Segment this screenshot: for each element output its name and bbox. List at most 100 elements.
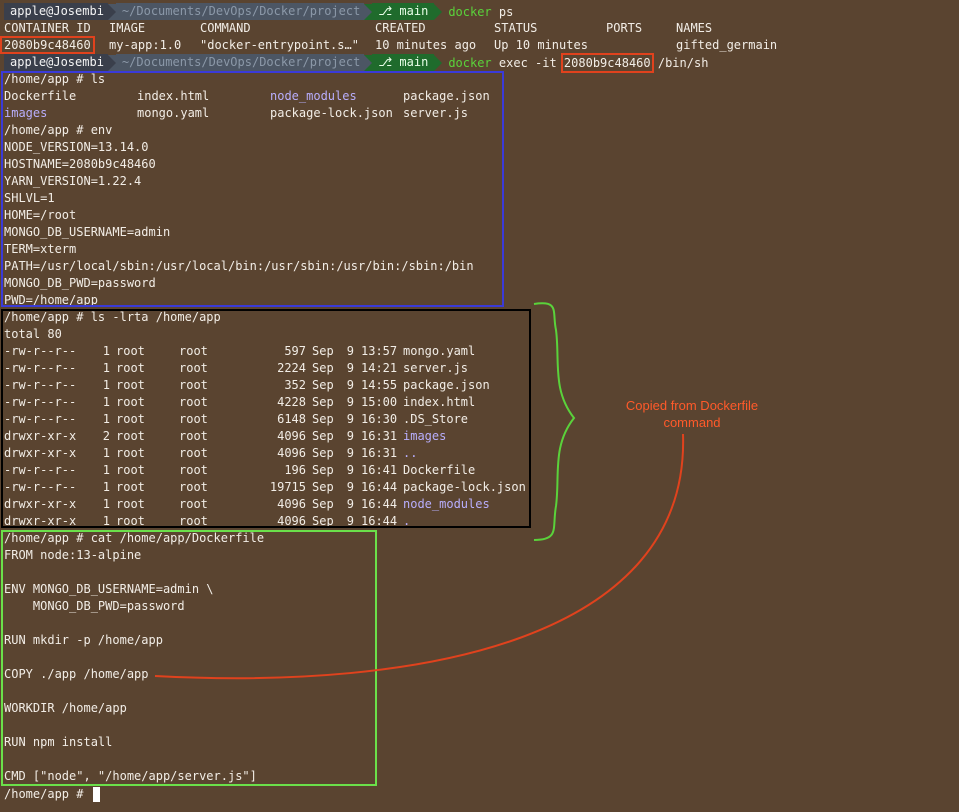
list-item: package-lock.json: [270, 106, 393, 120]
image-name: my-app:1.0: [109, 38, 182, 52]
lsl-name: .: [403, 514, 411, 528]
lsl-perm: -rw-r--r--: [4, 412, 77, 426]
lsl-perm: drwxr-xr-x: [4, 429, 77, 443]
lsl-perm: drwxr-xr-x: [4, 446, 77, 460]
col-container-id: CONTAINER ID: [4, 21, 91, 35]
prompt-separator-icon: [434, 3, 443, 20]
exec-container-id: 2080b9c48460: [560, 52, 654, 73]
lsl-day: 9: [346, 361, 354, 375]
list-item: index.html: [137, 89, 210, 103]
lsl-links: 2: [102, 429, 110, 443]
command-program: docker: [448, 55, 492, 70]
lsl-group: root: [179, 446, 208, 460]
lsl-mon: Sep: [312, 446, 334, 460]
dockerfile-line: RUN npm install: [4, 735, 113, 749]
lsl-user: root: [116, 412, 145, 426]
dockerfile-line: RUN mkdir -p /home/app: [4, 633, 163, 647]
prompt-separator-icon: [364, 3, 373, 20]
lsl-perm: drwxr-xr-x: [4, 514, 77, 528]
col-status: STATUS: [494, 21, 538, 35]
lsl-size: 4096: [277, 497, 306, 511]
lsl-day: 9: [346, 497, 354, 511]
lsl-perm: -rw-r--r--: [4, 361, 77, 375]
lsl-name: index.html: [403, 395, 476, 409]
env-line: NODE_VERSION=13.14.0: [4, 140, 149, 154]
env-line: TERM=xterm: [4, 242, 77, 256]
dockerfile-line: COPY ./app /home/app: [4, 667, 149, 681]
lsl-day: 9: [346, 514, 354, 528]
lsl-command: /home/app # ls -lrta /home/app: [4, 310, 221, 324]
lsl-mon: Sep: [312, 497, 334, 511]
final-prompt-text: /home/app #: [4, 787, 91, 801]
col-command: COMMAND: [200, 21, 251, 35]
lsl-name: package-lock.json: [403, 480, 526, 494]
lsl-group: root: [179, 497, 208, 511]
lsl-links: 1: [102, 395, 110, 409]
lsl-size: 352: [284, 378, 306, 392]
lsl-perm: -rw-r--r--: [4, 463, 77, 477]
lsl-size: 19715: [269, 480, 306, 494]
lsl-name: mongo.yaml: [403, 344, 476, 358]
git-branch-icon: ⎇: [378, 4, 400, 18]
lsl-name: package.json: [403, 378, 490, 392]
env-line: YARN_VERSION=1.22.4: [4, 174, 142, 188]
shell-prompt-1: apple@Josembi ~/Documents/DevOps/Docker/…: [4, 3, 513, 20]
col-created: CREATED: [375, 21, 426, 35]
lsl-group: root: [179, 395, 208, 409]
lsl-perm: -rw-r--r--: [4, 480, 77, 494]
curly-brace-icon: [533, 302, 576, 541]
lsl-size: 6148: [277, 412, 306, 426]
lsl-name: ..: [403, 446, 418, 460]
command-args: /bin/sh: [650, 55, 709, 70]
lsl-day: 9: [346, 463, 354, 477]
lsl-group: root: [179, 412, 208, 426]
ls-command: /home/app # ls: [4, 72, 106, 86]
lsl-links: 1: [102, 497, 110, 511]
prompt-path: ~/Documents/DevOps/Docker/project: [115, 3, 365, 20]
lsl-day: 9: [346, 446, 354, 460]
lsl-time: 16:44: [361, 514, 398, 528]
lsl-perm: -rw-r--r--: [4, 344, 77, 358]
env-line: PATH=/usr/local/sbin:/usr/local/bin:/usr…: [4, 259, 474, 273]
command-args: ps: [491, 4, 514, 19]
lsl-group: root: [179, 361, 208, 375]
lsl-mon: Sep: [312, 480, 334, 494]
lsl-day: 9: [346, 344, 354, 358]
lsl-user: root: [116, 514, 145, 528]
lsl-group: root: [179, 344, 208, 358]
git-branch-icon: ⎇: [378, 55, 400, 69]
lsl-size: 4228: [277, 395, 306, 409]
lsl-time: 16:31: [361, 446, 398, 460]
container-id[interactable]: 2080b9c48460: [4, 38, 91, 52]
lsl-total: total 80: [4, 327, 62, 341]
final-prompt[interactable]: /home/app #: [4, 786, 100, 803]
lsl-size: 196: [284, 463, 306, 477]
env-line: MONGO_DB_PWD=password: [4, 276, 156, 290]
lsl-links: 1: [102, 446, 110, 460]
lsl-user: root: [116, 463, 145, 477]
lsl-user: root: [116, 429, 145, 443]
lsl-user: root: [116, 480, 145, 494]
container-name: gifted_germain: [676, 38, 778, 52]
annotation-note: Copied from Dockerfile command: [625, 398, 759, 430]
lsl-user: root: [116, 378, 145, 392]
prompt-separator-icon: [434, 54, 443, 71]
env-line: PWD=/home/app: [4, 293, 98, 307]
lsl-time: 14:55: [361, 378, 398, 392]
lsl-size: 4096: [277, 429, 306, 443]
lsl-user: root: [116, 446, 145, 460]
env-line: MONGO_DB_USERNAME=admin: [4, 225, 171, 239]
prompt-branch: main: [399, 4, 429, 18]
lsl-perm: drwxr-xr-x: [4, 497, 77, 511]
prompt-user: apple@Josembi: [4, 54, 108, 71]
lsl-size: 597: [284, 344, 306, 358]
dockerfile-line: MONGO_DB_PWD=password: [4, 599, 185, 613]
lsl-links: 1: [102, 378, 110, 392]
lsl-mon: Sep: [312, 344, 334, 358]
cursor-icon: [92, 787, 100, 802]
env-command: /home/app # env: [4, 123, 113, 137]
cat-command: /home/app # cat /home/app/Dockerfile: [4, 531, 265, 545]
lsl-time: 16:30: [361, 412, 398, 426]
col-ports: PORTS: [606, 21, 643, 35]
lsl-group: root: [179, 429, 208, 443]
